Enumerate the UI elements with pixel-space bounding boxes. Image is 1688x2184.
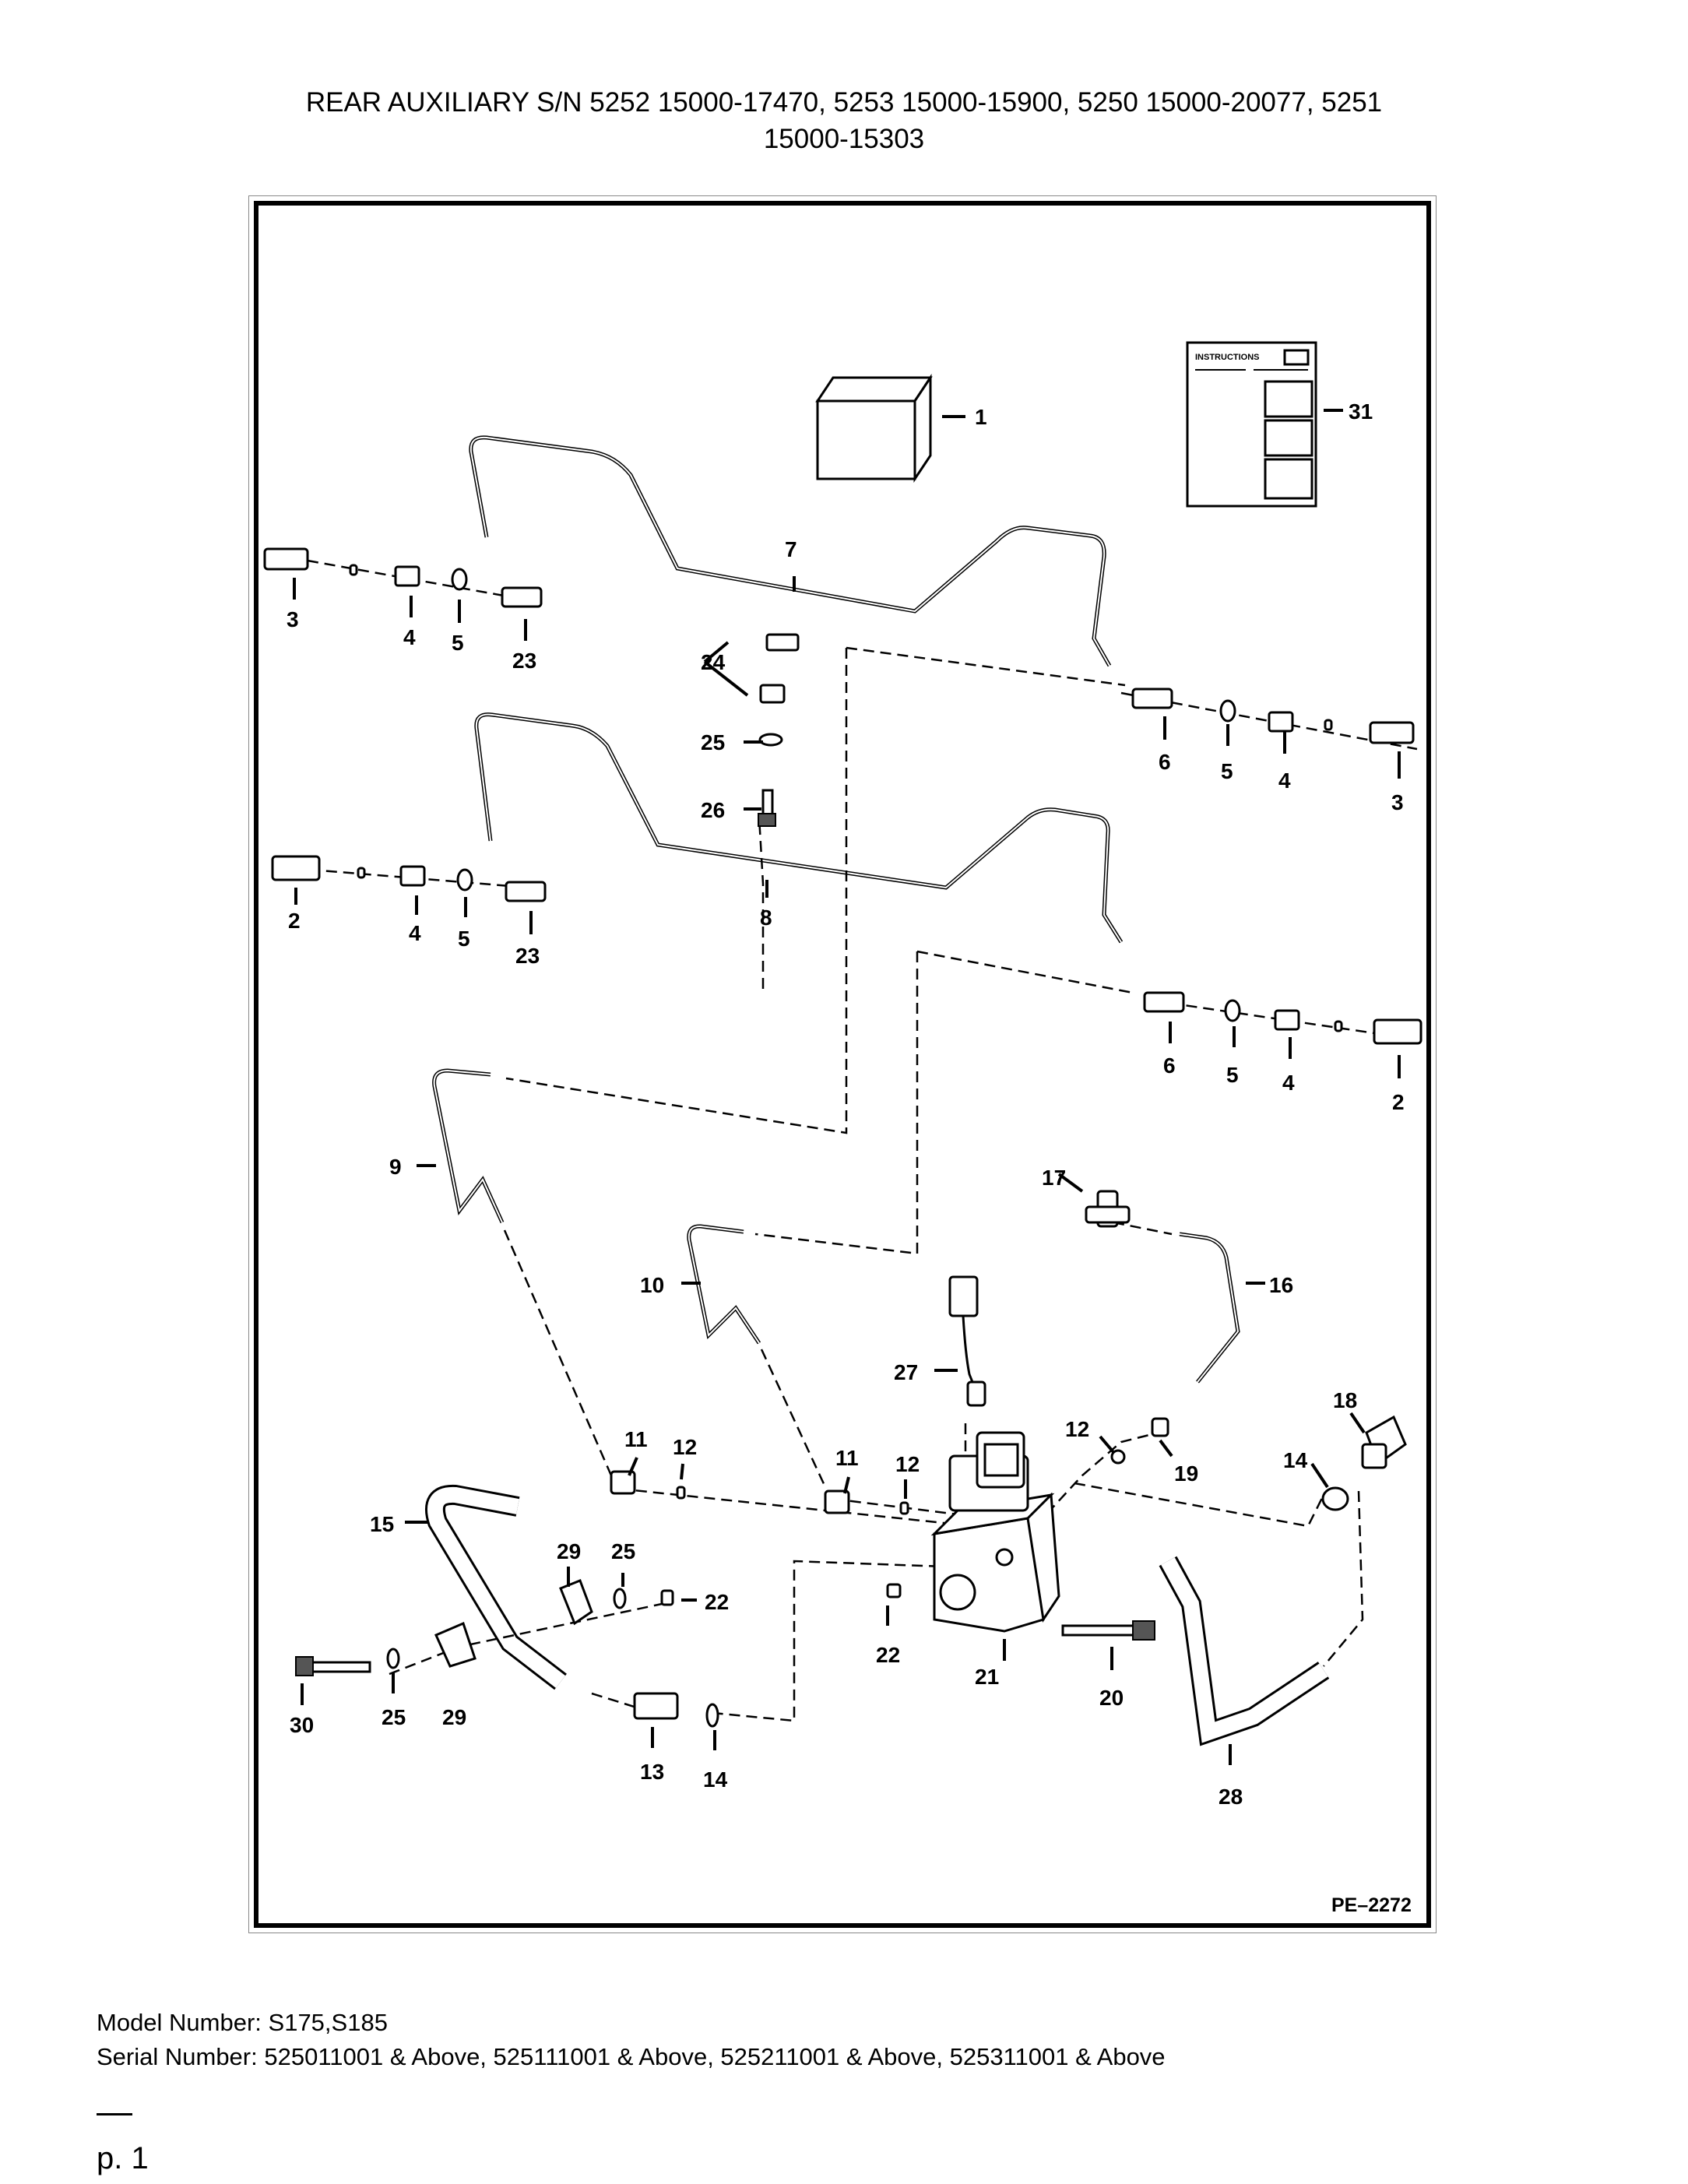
callout-16: 16 bbox=[1269, 1273, 1293, 1297]
callout-31: 31 bbox=[1349, 399, 1373, 424]
callout-7: 7 bbox=[785, 537, 797, 561]
callout-12: 12 bbox=[895, 1452, 920, 1476]
fittings-middle-right bbox=[1143, 991, 1422, 1045]
callout-3: 3 bbox=[1391, 790, 1404, 814]
fittings-upper-left bbox=[263, 547, 543, 608]
hose-28 bbox=[1159, 1556, 1330, 1746]
page-title-line-2: 15000-15303 bbox=[763, 124, 925, 154]
callout-17: 17 bbox=[1042, 1166, 1066, 1190]
callout-6: 6 bbox=[1163, 1053, 1176, 1078]
callout-13: 13 bbox=[640, 1760, 664, 1784]
callout-25: 25 bbox=[701, 730, 725, 754]
callout-22: 22 bbox=[705, 1590, 729, 1614]
solenoid-harness-27 bbox=[948, 1275, 986, 1407]
callout-5: 5 bbox=[1221, 759, 1233, 783]
callout-23: 23 bbox=[515, 944, 540, 968]
callout-21: 21 bbox=[975, 1665, 999, 1689]
fittings-lower bbox=[295, 1579, 1155, 1728]
fittings-11-12 bbox=[610, 1449, 1349, 1515]
callout-6: 6 bbox=[1159, 750, 1171, 774]
page-number: p. 1 bbox=[97, 2141, 149, 2175]
callout-5: 5 bbox=[458, 927, 470, 951]
callout-11: 11 bbox=[624, 1427, 648, 1451]
callout-4: 4 bbox=[1278, 768, 1291, 793]
instructions-label: INSTRUCTIONS bbox=[1195, 353, 1260, 362]
tube-7 bbox=[469, 435, 1112, 667]
callout-11: 11 bbox=[835, 1446, 859, 1470]
valve-block-21 bbox=[930, 1431, 1060, 1633]
callout-25: 25 bbox=[382, 1705, 406, 1729]
callout-12: 12 bbox=[1065, 1417, 1089, 1441]
leader-lines bbox=[293, 576, 1401, 1765]
callout-14: 14 bbox=[1283, 1448, 1308, 1472]
model-number: Model Number: S175,S185 bbox=[97, 2009, 388, 2036]
callout-22: 22 bbox=[876, 1643, 900, 1667]
callout-2: 2 bbox=[288, 909, 301, 933]
callout-24: 24 bbox=[701, 650, 726, 674]
footer-rule bbox=[97, 2113, 132, 2115]
fittings-upper-right bbox=[1131, 688, 1415, 744]
callout-1: 1 bbox=[975, 405, 987, 429]
callout-28: 28 bbox=[1219, 1785, 1243, 1809]
figure-outer-frame bbox=[248, 195, 1437, 1933]
serial-number: Serial Number: 525011001 & Above, 525111… bbox=[97, 2043, 1166, 2070]
fittings-17-18-19 bbox=[1085, 1190, 1407, 1469]
drawing-id: PE–2272 bbox=[1331, 1894, 1412, 1916]
fittings-middle-left bbox=[271, 855, 547, 902]
callout-3: 3 bbox=[287, 607, 299, 631]
callout-23: 23 bbox=[512, 649, 536, 673]
part-1-box bbox=[815, 374, 933, 483]
callout-26: 26 bbox=[701, 798, 725, 822]
part-31-instructions: INSTRUCTIONS bbox=[1186, 341, 1317, 508]
callout-4: 4 bbox=[1282, 1071, 1295, 1095]
callout-2: 2 bbox=[1392, 1090, 1405, 1114]
callout-25: 25 bbox=[611, 1539, 635, 1563]
callout-18: 18 bbox=[1333, 1388, 1357, 1412]
callout-27: 27 bbox=[894, 1360, 918, 1384]
callout-5: 5 bbox=[1226, 1063, 1239, 1087]
callout-30: 30 bbox=[290, 1713, 314, 1737]
tube-9 bbox=[432, 1068, 505, 1224]
callout-15: 15 bbox=[370, 1512, 394, 1536]
callout-29: 29 bbox=[557, 1539, 581, 1563]
callout-8: 8 bbox=[760, 906, 772, 930]
callout-14: 14 bbox=[703, 1767, 728, 1792]
tube-16 bbox=[1179, 1232, 1240, 1384]
figure-inner-frame bbox=[254, 201, 1431, 1928]
callout-4: 4 bbox=[403, 625, 416, 649]
callout-29: 29 bbox=[442, 1705, 466, 1729]
hose-15 bbox=[425, 1484, 567, 1690]
callout-10: 10 bbox=[640, 1273, 664, 1297]
callout-20: 20 bbox=[1099, 1686, 1124, 1710]
callout-numbers: 1 31 7 3 4 5 23 24 25 26 6 5 4 3 2 4 5 2… bbox=[287, 399, 1412, 1916]
page-title-line-1: REAR AUXILIARY S/N 5252 15000-17470, 525… bbox=[305, 87, 1383, 118]
callout-19: 19 bbox=[1174, 1461, 1198, 1486]
callout-9: 9 bbox=[389, 1155, 402, 1179]
clamp-24-25-26 bbox=[758, 633, 800, 827]
tube-10 bbox=[687, 1224, 761, 1345]
callout-4: 4 bbox=[409, 921, 421, 945]
tube-8 bbox=[474, 712, 1124, 944]
callout-12: 12 bbox=[673, 1435, 697, 1459]
callout-5: 5 bbox=[452, 631, 464, 655]
